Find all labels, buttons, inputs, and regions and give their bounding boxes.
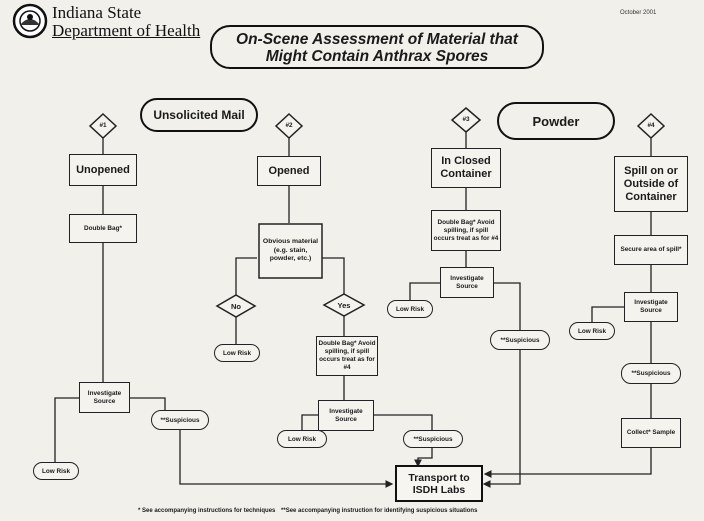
footnotes: * See accompanying instructions for tech… <box>138 508 477 514</box>
footnote-techniques: * See accompanying instructions for tech… <box>138 508 276 514</box>
decision-diamond-yes <box>322 293 366 317</box>
decision-diamond-3 <box>450 107 482 133</box>
node-investigate-4: Investigate Source <box>624 292 678 322</box>
node-spill: Spill on or Outside of Container <box>614 156 688 212</box>
node-low-risk-2a: Low Risk <box>214 344 260 362</box>
node-double-bag-2: Double Bag* Avoid spilling, if spill occ… <box>316 336 378 376</box>
decision-no-label: No <box>231 302 241 311</box>
marker-2-label: #2 <box>285 122 293 129</box>
question-shape <box>258 223 323 279</box>
node-suspicious-3: **Suspicious <box>490 330 550 350</box>
decision-diamond-1 <box>88 112 118 140</box>
decision-diamond-no <box>215 294 257 318</box>
marker-4-label: #4 <box>647 122 655 129</box>
footnote-suspicious: **See accompanying instruction for ident… <box>281 508 478 514</box>
node-opened: Opened <box>257 156 321 186</box>
node-obvious-material: Obvious material (e.g. stain, powder, et… <box>262 238 319 263</box>
page-title: On-Scene Assessment of Material that Mig… <box>210 25 544 69</box>
decision-diamond-2 <box>274 112 304 140</box>
section-unsolicited-mail: Unsolicited Mail <box>140 98 258 132</box>
node-suspicious-1: **Suspicious <box>151 410 209 430</box>
node-secure-area: Secure area of spill* <box>614 235 688 265</box>
node-investigate-1: Investigate Source <box>79 382 130 413</box>
node-unopened: Unopened <box>69 154 137 186</box>
decision-diamond-4 <box>636 112 666 140</box>
node-suspicious-4: **Suspicious <box>621 363 681 384</box>
marker-1-label: #1 <box>99 122 107 129</box>
org-name: Indiana State Department of Health <box>52 4 200 40</box>
node-double-bag-3: Double Bag* Avoid spilling, if spill occ… <box>431 210 501 251</box>
document-date: October 2001 <box>620 10 657 16</box>
section-powder: Powder <box>497 102 615 140</box>
node-suspicious-2: **Suspicious <box>403 430 463 448</box>
node-low-risk-4: Low Risk <box>569 322 615 340</box>
node-investigate-2: Investigate Source <box>318 400 374 431</box>
node-investigate-3: Investigate Source <box>440 267 494 298</box>
node-collect-sample: Collect* Sample <box>621 418 681 448</box>
node-low-risk-3: Low Risk <box>387 300 433 318</box>
node-double-bag-1: Double Bag* <box>69 214 137 243</box>
title-line1: On-Scene Assessment of Material that <box>236 31 518 48</box>
org-name-line2: Department of Health <box>52 21 201 40</box>
node-low-risk-1: Low Risk <box>33 462 79 480</box>
node-in-closed-container: In Closed Container <box>431 148 501 188</box>
node-low-risk-2b: Low Risk <box>277 430 327 448</box>
state-seal-icon <box>12 3 48 39</box>
decision-yes-label: Yes <box>337 301 351 310</box>
marker-3-label: #3 <box>462 116 470 123</box>
org-name-line1: Indiana State <box>52 3 142 22</box>
title-line2: Might Contain Anthrax Spores <box>265 48 489 65</box>
node-transport-to-lab: Transport to ISDH Labs <box>395 465 483 502</box>
